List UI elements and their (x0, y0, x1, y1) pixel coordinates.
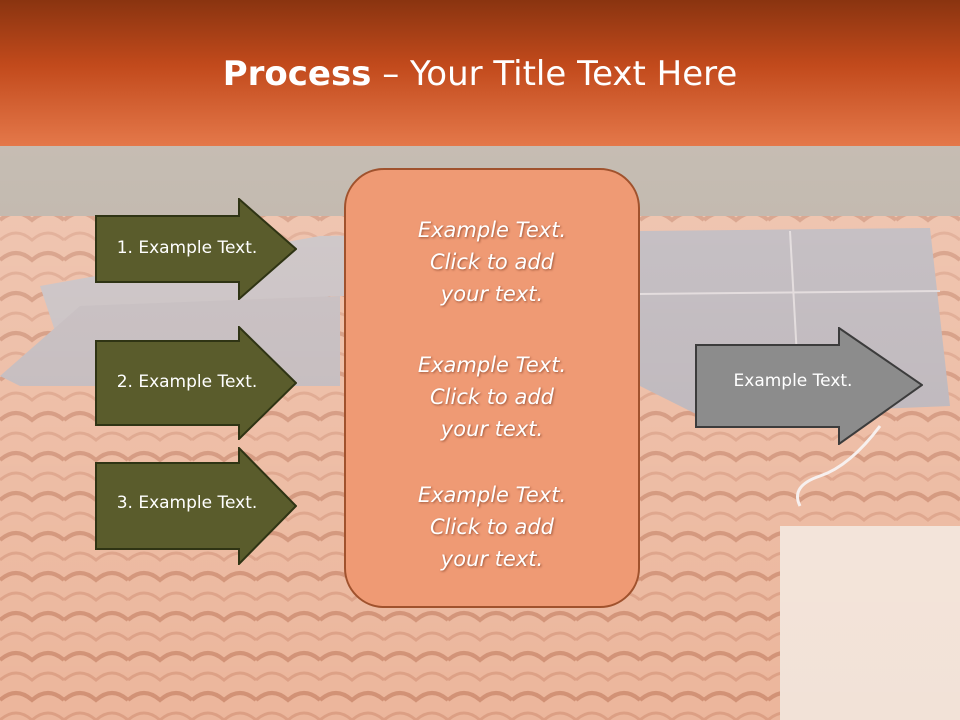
left-arrow-3[interactable]: 3. Example Text. (95, 447, 297, 565)
title-rest: – Your Title Text Here (371, 54, 738, 94)
center-text-box[interactable]: Example Text. Click to add your text. Ex… (344, 168, 640, 608)
title-bold: Process (222, 54, 372, 94)
paragraph-line: Click to add (429, 250, 554, 274)
center-paragraph-3: Example Text. Click to add your text. (346, 479, 638, 575)
paragraph-line: Click to add (429, 385, 554, 409)
arrow-shape-icon (95, 447, 297, 565)
paragraph-line: your text. (440, 547, 544, 571)
left-arrow-1[interactable]: 1. Example Text. (95, 198, 297, 300)
paragraph-line: Example Text. (417, 218, 567, 242)
paragraph-line: Click to add (429, 515, 554, 539)
left-arrow-label: 3. Example Text. (116, 493, 258, 513)
left-arrow-label: 2. Example Text. (116, 372, 258, 392)
arrow-shape-icon (95, 326, 297, 440)
right-arrow-label: Example Text. (733, 371, 853, 391)
arrow-shape-icon (695, 326, 924, 446)
left-arrow-2[interactable]: 2. Example Text. (95, 326, 297, 440)
left-arrow-label: 1. Example Text. (116, 238, 258, 258)
center-paragraph-2: Example Text. Click to add your text. (346, 349, 638, 445)
right-arrow[interactable]: Example Text. (695, 326, 924, 446)
arrow-shape-icon (95, 198, 297, 300)
paragraph-line: Example Text. (417, 353, 567, 377)
title-bar: Process – Your Title Text Here (0, 0, 960, 146)
paragraph-line: your text. (440, 282, 544, 306)
slide-title[interactable]: Process – Your Title Text Here (0, 52, 960, 96)
center-paragraph-1: Example Text. Click to add your text. (346, 214, 638, 310)
paragraph-line: your text. (440, 417, 544, 441)
paragraph-line: Example Text. (417, 483, 567, 507)
